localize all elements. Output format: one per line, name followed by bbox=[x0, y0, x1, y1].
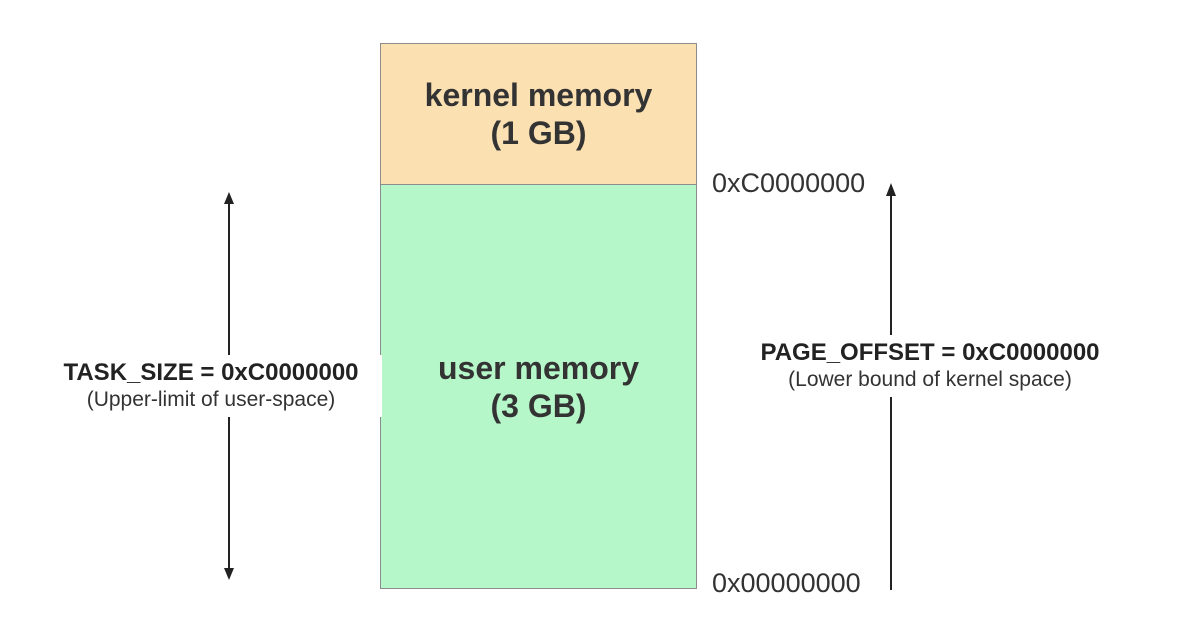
page-offset-label: PAGE_OFFSET = 0xC0000000 bbox=[760, 339, 1100, 366]
task-size-description: (Upper-limit of user-space) bbox=[86, 388, 336, 411]
user-memory-title: user memory bbox=[438, 349, 639, 386]
user-memory-size: (3 GB) bbox=[490, 387, 587, 424]
task-size-annotation: TASK_SIZE = 0xC0000000 (Upper-limit of u… bbox=[40, 355, 382, 417]
task-size-label: TASK_SIZE = 0xC0000000 bbox=[63, 359, 359, 386]
boundary-address-label: 0xC0000000 bbox=[712, 168, 866, 198]
kernel-memory-block: kernel memory (1 GB) bbox=[380, 43, 697, 185]
page-offset-annotation: PAGE_OFFSET = 0xC0000000 (Lower bound of… bbox=[732, 335, 1128, 397]
user-memory-block: user memory (3 GB) bbox=[380, 184, 697, 589]
base-address-label: 0x00000000 bbox=[712, 568, 861, 598]
kernel-memory-size: (1 GB) bbox=[490, 115, 587, 151]
page-offset-description: (Lower bound of kernel space) bbox=[788, 368, 1072, 391]
kernel-memory-title: kernel memory bbox=[424, 77, 653, 113]
